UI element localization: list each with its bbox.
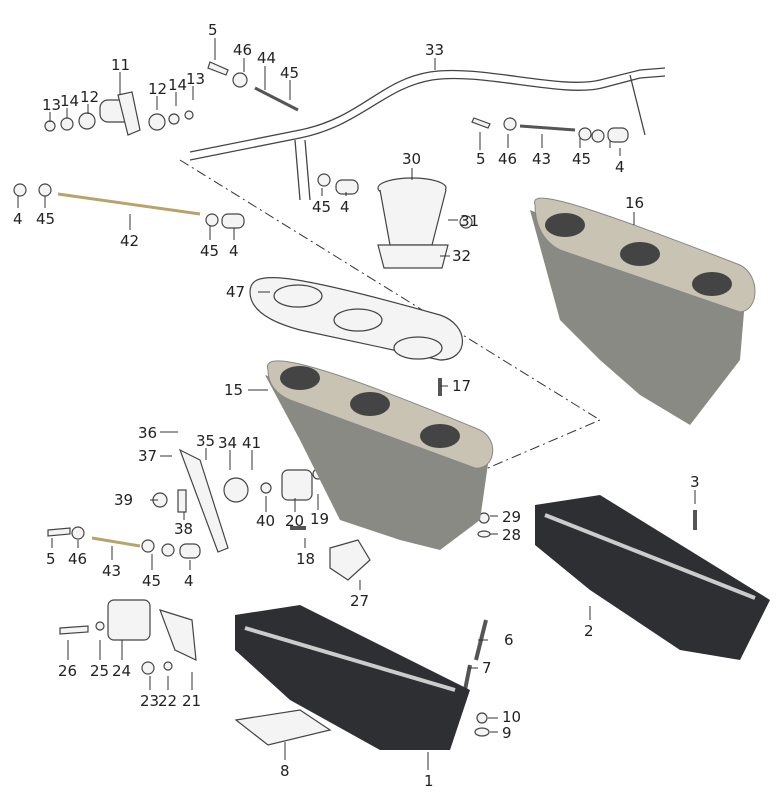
part-label: 27 (350, 592, 369, 610)
part-label: 46 (68, 550, 87, 568)
part-label: 13 (186, 70, 205, 88)
part-label: 16 (625, 194, 644, 212)
part-label: 45 (142, 572, 161, 590)
part-label: 19 (310, 510, 329, 528)
part-label: 3 (690, 473, 700, 491)
part-label: 4 (615, 158, 625, 176)
part-label: 4 (184, 572, 194, 590)
part-label: 45 (312, 198, 331, 216)
part-label: 23 (140, 692, 159, 710)
part-label: 39 (114, 491, 133, 509)
part-label: 8 (280, 762, 290, 780)
part-label: 25 (90, 662, 109, 680)
part-label: 5 (208, 21, 218, 39)
part-label: 21 (182, 692, 201, 710)
linkage-shaft (189, 67, 666, 201)
part-label: 29 (502, 508, 521, 526)
assembly-line (179, 159, 602, 481)
part-label: 44 (257, 49, 276, 67)
part-label: 45 (572, 150, 591, 168)
part-label: 15 (224, 381, 243, 399)
part-label: 46 (498, 150, 517, 168)
part-label: 36 (138, 424, 157, 442)
part-label: 20 (285, 512, 304, 530)
part-label: 22 (158, 692, 177, 710)
part-label: 28 (502, 526, 521, 544)
part-label: 14 (60, 92, 79, 110)
part-label: 11 (111, 56, 130, 74)
gasket-27 (329, 539, 371, 581)
carburetor-set-2 (535, 495, 770, 660)
part-label: 35 (196, 432, 215, 450)
rod-42 (57, 192, 201, 216)
part-label: 4 (229, 242, 239, 260)
carburetor-set-1 (235, 605, 470, 750)
leader-lines (17, 38, 696, 770)
part-label: 47 (226, 283, 245, 301)
part-label: 34 (218, 434, 237, 452)
part-label: 14 (168, 76, 187, 94)
gasket-8 (234, 709, 332, 746)
part-label: 41 (242, 434, 261, 452)
rod-43 (91, 536, 141, 548)
air-horn (377, 177, 449, 269)
part-label: 5 (476, 150, 486, 168)
part-label: 33 (425, 41, 444, 59)
part-label: 43 (102, 562, 121, 580)
part-label: 10 (502, 708, 521, 726)
part-label: 30 (402, 150, 421, 168)
part-label: 24 (112, 662, 131, 680)
part-label: 37 (138, 447, 157, 465)
part-label: 31 (460, 212, 479, 230)
part-label: 1 (424, 772, 434, 790)
part-label: 7 (482, 659, 492, 677)
part-label: 13 (42, 96, 61, 114)
manifold-15 (265, 360, 494, 550)
part-label: 42 (120, 232, 139, 250)
part-label: 12 (80, 88, 99, 106)
part-labels: 5 46 44 45 11 12 14 13 13 14 12 33 5 46 … (13, 21, 700, 790)
part-label: 5 (46, 550, 56, 568)
part-label: 6 (504, 631, 514, 649)
manifold-16 (530, 197, 756, 425)
part-label: 4 (13, 210, 23, 228)
part-label: 45 (200, 242, 219, 260)
part-label: 43 (532, 150, 551, 168)
part-label: 46 (233, 41, 252, 59)
part-label: 9 (502, 724, 512, 742)
part-label: 2 (584, 622, 594, 640)
part-label: 26 (58, 662, 77, 680)
part-label: 12 (148, 80, 167, 98)
part-label: 38 (174, 520, 193, 538)
small-parts (13, 61, 697, 737)
part-label: 40 (256, 512, 275, 530)
gasket-47 (249, 277, 464, 361)
part-label: 45 (36, 210, 55, 228)
part-label: 4 (340, 198, 350, 216)
part-label: 32 (452, 247, 471, 265)
part-label: 18 (296, 550, 315, 568)
part-label: 45 (280, 64, 299, 82)
part-label: 17 (452, 377, 471, 395)
